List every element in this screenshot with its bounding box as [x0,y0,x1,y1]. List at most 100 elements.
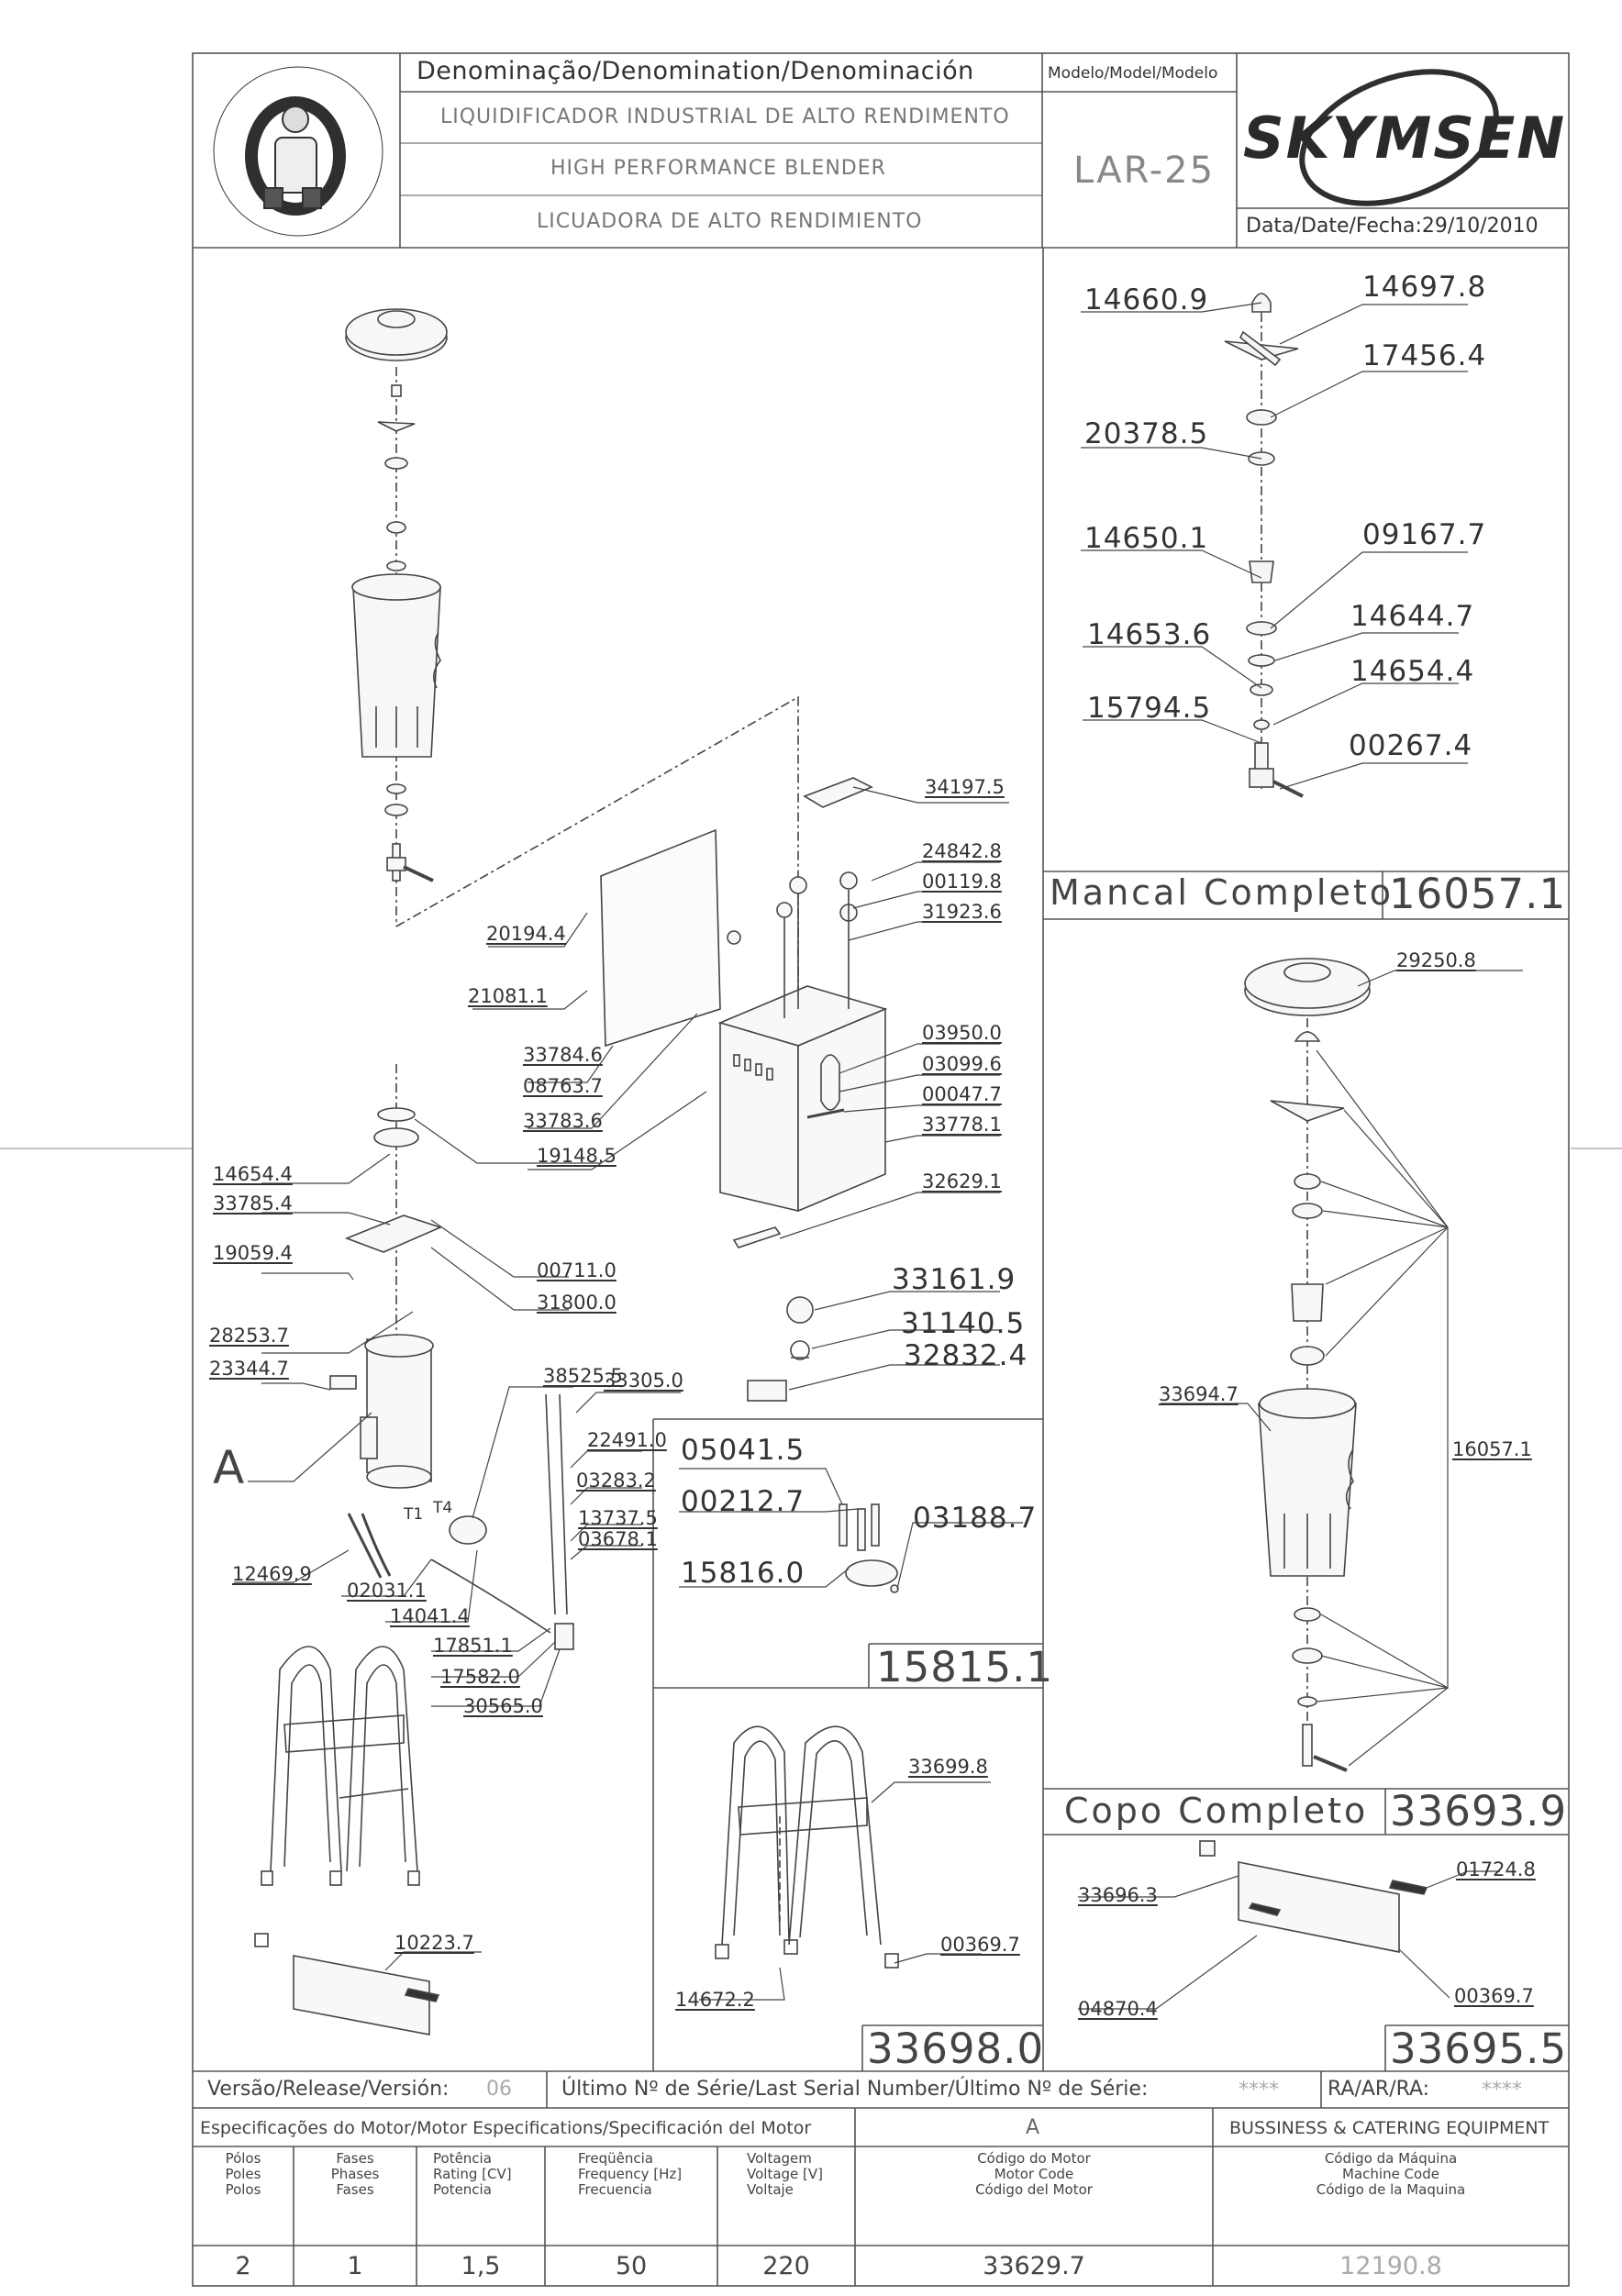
part-label: 08763.7 [523,1075,603,1097]
part-label: 14660.9 [1084,283,1209,316]
part-label: 33699.8 [908,1756,988,1778]
part-label: 02031.1 [347,1580,427,1602]
part-label: 14644.7 [1350,600,1475,633]
kit-code-mancal: 16057.1 [1389,870,1567,918]
part-label: 23344.7 [209,1358,289,1380]
part-label: 03678.1 [578,1528,658,1550]
terminal-t1: T1 [404,1505,424,1524]
part-label: 03188.7 [913,1502,1038,1535]
product-name-es: LICUADORA DE ALTO RENDIMIENTO [537,210,923,233]
kit-code-copo: 33693.9 [1390,1787,1568,1836]
part-label: 03099.6 [922,1053,1002,1075]
part-label: 31800.0 [537,1292,617,1314]
part-label: 30565.0 [463,1695,543,1717]
part-label: 33784.6 [523,1044,603,1066]
stand-drawing-left [254,1646,440,2035]
part-label: 17456.4 [1362,339,1487,372]
part-label: 14672.2 [675,1989,755,2011]
part-label: 14697.8 [1362,271,1487,304]
motor-callout-A: A [213,1441,245,1494]
part-label: 21081.1 [468,985,548,1007]
serial-label: Último Nº de Série/Last Serial Number/Úl… [561,2078,1149,2101]
part-label: 00119.8 [922,871,1002,893]
part-label: 14654.4 [213,1163,293,1185]
part-label: 15794.5 [1087,692,1212,725]
drawing-date: Data/Date/Fecha:29/10/2010 [1246,215,1539,238]
part-label: 19059.4 [213,1242,293,1264]
part-label: 32832.4 [904,1339,1028,1372]
leader-lines [234,302,1523,2010]
part-label: 10223.7 [394,1932,474,1954]
model-number: LAR-25 [1073,150,1216,192]
part-label: 31140.5 [901,1307,1026,1340]
part-label: 14654.4 [1350,655,1475,688]
part-label: 22491.0 [587,1429,667,1451]
part-label: 00369.7 [1454,1985,1534,2007]
part-label: 09167.7 [1362,518,1487,551]
part-label: 34197.5 [925,776,1005,798]
model-label: Modelo/Model/Modelo [1048,64,1218,83]
part-label: 00711.0 [537,1259,617,1281]
company-name: BUSSINESS & CATERING EQUIPMENT [1229,2118,1550,2138]
part-label: 04870.4 [1078,1998,1158,2020]
part-label: 38525.5 [543,1365,623,1387]
kit-code-33695: 33695.5 [1390,2024,1568,2073]
release-value: 06 [486,2078,512,2101]
denomination-label: Denominação/Denomination/Denominación [417,57,974,85]
ra-value: **** [1482,2079,1522,2102]
part-label: 13737.5 [578,1507,658,1529]
cup-exploded-view-left [345,308,448,926]
power-value: 1,5 [461,2252,501,2280]
part-label: 24842.8 [922,840,1002,862]
part-label: 32629.1 [922,1170,1002,1192]
poles-value: 2 [235,2252,251,2280]
product-name-pt: LIQUIDIFICADOR INDUSTRIAL DE ALTO RENDIM… [440,105,1010,128]
voltage-value: 220 [762,2252,810,2280]
part-label: 15816.0 [681,1557,805,1590]
part-label: 03950.0 [922,1022,1002,1044]
product-name-en: HIGH PERFORMANCE BLENDER [550,157,886,180]
brand-logo-text: SKYMSEN [1243,105,1567,172]
part-label: 29250.8 [1396,949,1476,971]
part-label: 33778.1 [922,1114,1002,1136]
part-label: 33696.3 [1078,1884,1158,1906]
part-label: 00267.4 [1349,729,1473,762]
part-label: 00047.7 [922,1083,1002,1105]
kit-code-15815: 15815.1 [876,1643,1054,1691]
part-label: 17582.0 [440,1666,520,1688]
kit-name-copo: Copo Completo [1064,1791,1369,1831]
coupler-15815-drawing [839,1503,899,1593]
part-label: 33785.4 [213,1192,293,1215]
ra-label: RA/AR/RA: [1328,2078,1430,2101]
stand-drawing-middle [715,1725,899,1969]
part-label: 28253.7 [209,1325,289,1347]
motor-code-value: 33629.7 [983,2252,1085,2280]
motor-spec-ref: A [1026,2116,1040,2139]
machine-code-value: 12190.8 [1339,2252,1442,2280]
part-label: 14041.4 [390,1605,470,1627]
release-label: Versão/Release/Versión: [207,2078,450,2101]
base-rail-drawing [1199,1840,1428,1953]
part-label: 03283.2 [576,1470,656,1492]
kit-name-mancal: Mancal Completo [1050,872,1394,913]
frequency-value: 50 [615,2252,648,2280]
motor-housing-exploded [395,695,888,1402]
part-label: 01724.8 [1456,1858,1536,1880]
skymsen-logo-swoosh [1299,69,1499,206]
serial-value: **** [1239,2079,1279,2102]
part-label: 14650.1 [1084,522,1209,555]
part-label: 05041.5 [681,1434,805,1467]
part-label: 33783.6 [523,1110,603,1132]
part-label: 16057.1 [1452,1438,1532,1460]
part-label: 33161.9 [892,1263,1017,1296]
copo-completo-drawing [1244,958,1371,1772]
part-label: 33305.0 [604,1370,683,1392]
mancal-exploded-view [1224,293,1304,798]
part-label: 33694.7 [1159,1383,1239,1405]
